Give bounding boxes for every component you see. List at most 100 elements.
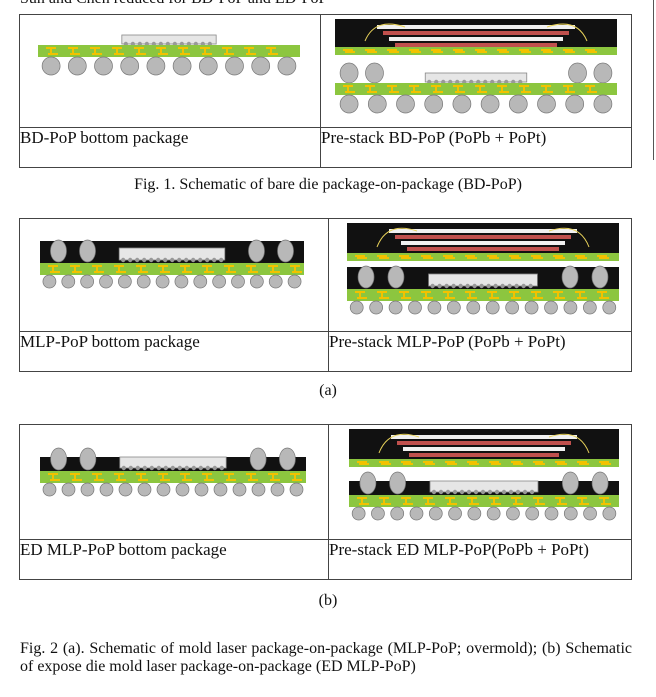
via-ball xyxy=(79,447,97,471)
trace xyxy=(116,479,126,481)
trace xyxy=(601,503,611,505)
bump xyxy=(212,465,217,471)
fig2b-label: (b) xyxy=(318,592,338,609)
trace xyxy=(579,503,589,505)
trace xyxy=(138,479,148,481)
trace xyxy=(204,479,214,481)
via xyxy=(469,291,471,299)
bump xyxy=(212,257,217,263)
bump xyxy=(205,465,210,471)
solder-ball xyxy=(525,506,540,521)
solder-ball xyxy=(67,56,87,76)
solder-ball xyxy=(424,94,444,114)
solder-ball xyxy=(367,94,387,114)
solder-ball xyxy=(213,482,228,497)
stacked-die xyxy=(401,241,565,245)
trace xyxy=(511,297,521,299)
figure-1-table: BD-PoP bottom package Pre-stack BD-PoP (… xyxy=(19,14,632,168)
trace xyxy=(160,271,170,273)
bump xyxy=(487,489,493,495)
stacked-die xyxy=(377,25,575,29)
bump xyxy=(142,257,147,263)
via-ball xyxy=(79,239,96,263)
trace xyxy=(292,271,302,273)
solder-ball xyxy=(583,300,597,315)
solder-ball xyxy=(565,94,585,114)
pop-ball xyxy=(365,62,384,84)
fig1-right-image xyxy=(320,14,632,128)
via xyxy=(579,291,581,299)
stacked-die xyxy=(395,235,571,239)
bond-wire xyxy=(546,23,588,42)
substrate xyxy=(40,263,304,275)
trace xyxy=(116,271,126,273)
stacked-die xyxy=(391,435,577,439)
trace xyxy=(94,479,104,481)
via xyxy=(50,47,52,55)
solder-ball xyxy=(583,506,597,521)
solder-ball xyxy=(287,274,302,289)
via xyxy=(347,85,349,93)
via xyxy=(294,473,296,481)
trace xyxy=(248,479,258,481)
solder-ball xyxy=(198,56,218,76)
solder-ball xyxy=(505,300,519,315)
trace xyxy=(367,51,377,53)
bump xyxy=(128,257,133,263)
trace xyxy=(224,53,234,55)
trace xyxy=(513,463,523,465)
fig2b-right-image xyxy=(328,424,632,540)
via xyxy=(160,47,162,55)
bond-wire xyxy=(548,433,590,454)
solder-ball xyxy=(136,274,151,289)
trace xyxy=(72,271,82,273)
solder-ball xyxy=(427,300,442,315)
via xyxy=(96,473,98,481)
trace xyxy=(535,503,545,505)
via xyxy=(447,291,449,299)
bump xyxy=(163,257,168,263)
trace xyxy=(557,503,567,505)
trace xyxy=(599,297,609,299)
via xyxy=(206,265,208,273)
trace xyxy=(202,53,212,55)
trace xyxy=(513,503,523,505)
trace xyxy=(491,503,501,505)
solder-ball xyxy=(174,274,189,289)
via xyxy=(405,497,407,505)
bump xyxy=(437,283,442,289)
solder-ball xyxy=(80,482,95,497)
via-ball xyxy=(389,471,406,495)
via xyxy=(184,265,186,273)
via xyxy=(204,47,206,55)
trace xyxy=(403,503,413,505)
column-rule xyxy=(653,0,654,160)
solder-ball xyxy=(506,506,520,521)
via xyxy=(96,265,98,273)
via xyxy=(537,497,539,505)
via xyxy=(391,85,393,93)
via xyxy=(545,85,547,93)
via-ball xyxy=(561,265,579,289)
bump xyxy=(170,257,175,263)
mlp-pop-prestack-diagram xyxy=(347,223,619,315)
solder-ball xyxy=(339,94,359,114)
trace xyxy=(379,257,389,259)
trace xyxy=(114,53,124,55)
bump xyxy=(494,489,500,495)
trace xyxy=(292,479,302,481)
trace xyxy=(467,257,477,259)
solder-ball xyxy=(544,300,558,315)
trace xyxy=(226,479,236,481)
trace xyxy=(411,51,421,53)
via xyxy=(425,291,427,299)
via xyxy=(457,85,459,93)
bump xyxy=(451,283,456,289)
trace xyxy=(533,297,543,299)
solder-ball xyxy=(563,506,578,521)
panel-caption: MLP-PoP bottom package xyxy=(20,332,200,351)
bump xyxy=(156,257,161,263)
solder-ball xyxy=(94,56,113,76)
pop-ball xyxy=(593,62,613,84)
fig1-caption: Fig. 1. Schematic of bare die package-on… xyxy=(134,176,522,193)
